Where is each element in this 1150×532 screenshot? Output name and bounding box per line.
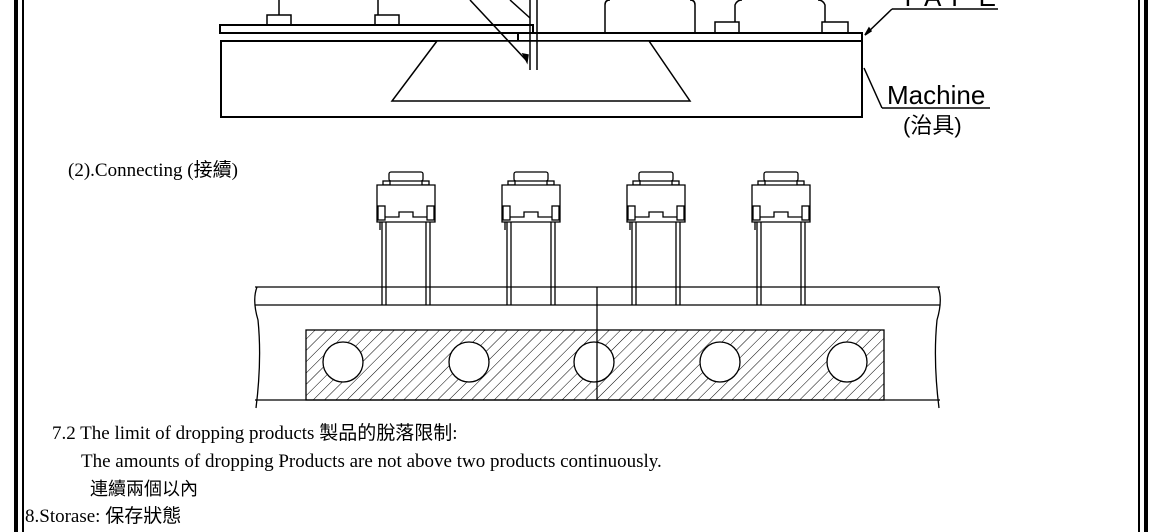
section-7-2-body: The amounts of dropping Products are not… xyxy=(81,451,662,472)
page-border-right-inner xyxy=(1138,0,1140,532)
machine-label: Machine xyxy=(887,80,986,110)
page-border-left-outer xyxy=(14,0,18,532)
section-8-heading: 8.Storase: 保存狀態 xyxy=(25,506,182,527)
section-7-2-body-cn: 連續兩個以內 xyxy=(90,479,198,499)
page-border-right-outer xyxy=(1144,0,1148,532)
connecting-label: (2).Connecting (接續) xyxy=(68,160,238,181)
connecting-diagram xyxy=(254,171,941,409)
cutting-diagram xyxy=(219,0,998,118)
page-border-left-inner xyxy=(22,0,24,532)
tape-label: TAPE xyxy=(900,0,1006,10)
section-7-2-heading: 7.2 The limit of dropping products 製品的脫落… xyxy=(52,423,458,444)
machine-label-cn: (治具) xyxy=(903,113,962,138)
